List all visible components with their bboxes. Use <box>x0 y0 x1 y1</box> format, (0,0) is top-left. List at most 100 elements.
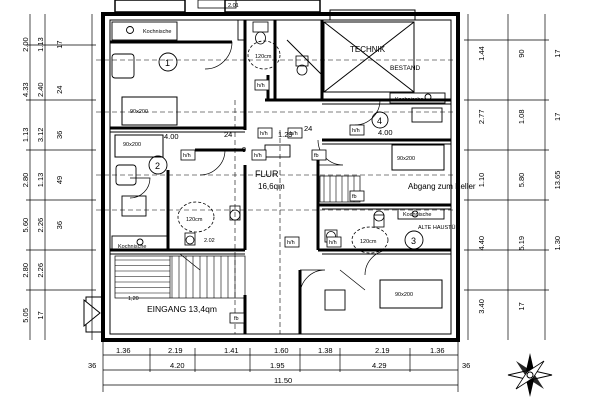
bed-r4 <box>391 144 445 171</box>
outer-walls <box>85 0 460 342</box>
fb-mark: fb <box>314 153 319 159</box>
wall-dim-9: 9 <box>242 145 246 154</box>
bed-r3 <box>379 279 443 309</box>
dim-b6: 2.19 <box>375 346 390 355</box>
hh-mark: h/h <box>352 128 360 134</box>
left-dim-11: 2.26 <box>36 218 45 233</box>
axis-lines <box>96 59 458 334</box>
room-1-kitchen: Kochnische <box>143 29 171 35</box>
bed-r2 <box>114 134 164 158</box>
room-2-dim: 2.02 <box>204 238 215 244</box>
right-dimensions <box>464 14 549 340</box>
room-4-kitchen: Kochnische <box>395 97 423 103</box>
left-dim-6: 5.05 <box>21 308 30 323</box>
dim-b5: 1.38 <box>318 346 333 355</box>
left-dim-2: 1.13 <box>21 128 30 143</box>
room-3-bed-label: 90x200 <box>395 292 413 298</box>
eingang-width: 1,20 <box>128 296 139 302</box>
fb-mark: fb <box>352 194 357 200</box>
right-dim-7: 5.80 <box>517 173 526 188</box>
dim-c1: 4.20 <box>170 361 185 370</box>
left-dim-18: 36 <box>55 221 64 229</box>
left-dim-8: 2.40 <box>36 82 45 97</box>
left-dim-17: 49 <box>55 176 64 184</box>
room-2-bed-label: 90x200 <box>123 142 141 148</box>
left-dim-3: 2.80 <box>21 173 30 188</box>
kitchenettes <box>111 21 446 251</box>
right-dim-8: 5.19 <box>517 236 526 251</box>
left-dim-12: 2.26 <box>36 263 45 278</box>
technik-label: TECHNIK <box>350 45 386 54</box>
right-dim-6: 1.08 <box>517 109 526 124</box>
left-dim-4: 5.60 <box>21 218 30 233</box>
left-dim-1: 4.33 <box>21 82 30 97</box>
keller-label: Abgang zum Keller <box>408 182 476 191</box>
stair-steps <box>115 256 236 298</box>
dim-b1: 1.36 <box>116 346 131 355</box>
left-dim-7: 1.13 <box>36 37 45 52</box>
room-3-shower-label: 120cm <box>360 239 377 245</box>
door-swings <box>129 41 391 296</box>
right-dim-13: 1.30 <box>553 236 562 251</box>
beds <box>114 96 445 309</box>
dim-c3: 4.29 <box>372 361 387 370</box>
left-dim-14: 17 <box>55 40 64 48</box>
right-dim-2: 1.10 <box>477 173 486 188</box>
hh-mark: h/h <box>254 153 262 159</box>
room-markers <box>148 52 424 250</box>
bestand-label: BESTAND <box>390 65 421 72</box>
hh-mark: h/h <box>290 131 298 137</box>
left-dim-0: 2.00 <box>21 37 30 52</box>
hh-texts: h/h h/h h/h h/h h/h h/h fb h/h h/h fb fb… <box>164 3 393 322</box>
right-dim-12: 13.65 <box>553 171 562 190</box>
fb-mark: fb <box>234 316 239 322</box>
bed-r1 <box>121 96 178 126</box>
room-3-number: 3 <box>411 236 416 246</box>
room-2-number: 2 <box>155 161 160 171</box>
flur-label: FLUR <box>255 169 279 179</box>
hh-boxes <box>180 79 365 324</box>
left-dim-16: 36 <box>55 131 64 139</box>
bottom-dimension-labels: 1.36 2.19 1.41 1.60 1.38 2.19 1.36 4.20 … <box>88 346 470 385</box>
shower-top-label: 120cm <box>255 54 272 60</box>
right-dim-10: 17 <box>553 49 562 57</box>
room-1-number: 1 <box>165 58 170 68</box>
dim-edge-left: 36 <box>88 361 96 370</box>
hh-mark: h/h <box>257 83 265 89</box>
left-dim-9: 3.12 <box>36 128 45 143</box>
dim-b7: 1.36 <box>430 346 445 355</box>
hh-mark: h/h <box>183 153 191 159</box>
showers <box>177 40 389 254</box>
stairs-entrance <box>114 255 246 299</box>
toilets <box>184 21 385 246</box>
left-dim-13: 17 <box>36 311 45 319</box>
dim-c2: 1.95 <box>270 361 285 370</box>
left-dimension-labels: 2.00 4.33 1.13 2.80 5.60 2.80 5.05 1.13 2.40 3.12… <box>21 37 64 322</box>
room-2-kitchen: Kochnische <box>118 244 146 250</box>
right-dim-9: 17 <box>517 302 526 310</box>
room-2-shower-label: 120cm <box>186 217 203 223</box>
wall-dim-400: 4.00 <box>164 132 179 141</box>
flur-area: 16,6qm <box>258 182 285 191</box>
wall-dim-24b: 24 <box>304 124 312 133</box>
right-dim-5: 90 <box>517 49 526 57</box>
right-dim-11: 17 <box>553 113 562 121</box>
dim-b3: 1.41 <box>224 346 239 355</box>
right-dimension-labels: 1.44 2.77 1.10 4.40 3.40 90 1.08 5.80 5.19 17 17 17… <box>477 46 562 313</box>
right-dim-4: 3.40 <box>477 299 486 314</box>
dim-b4: 1.60 <box>274 346 289 355</box>
left-dim-5: 2.80 <box>21 263 30 278</box>
left-dim-15: 24 <box>55 86 64 94</box>
stairs-cellar <box>319 175 361 203</box>
right-dim-3: 4.40 <box>477 236 486 251</box>
north-arrow-icon <box>507 353 553 397</box>
bottom-dimensions <box>102 340 459 392</box>
wall-dim-24a: 24 <box>224 130 232 139</box>
room-4-number: 4 <box>377 116 382 126</box>
wall-dim-129: 1.29 <box>278 130 293 139</box>
cellar-stair-steps <box>323 176 355 202</box>
right-dim-1: 2.77 <box>477 109 486 124</box>
right-dim-0: 1.44 <box>477 46 486 61</box>
hh-mark: h/h <box>329 240 337 246</box>
